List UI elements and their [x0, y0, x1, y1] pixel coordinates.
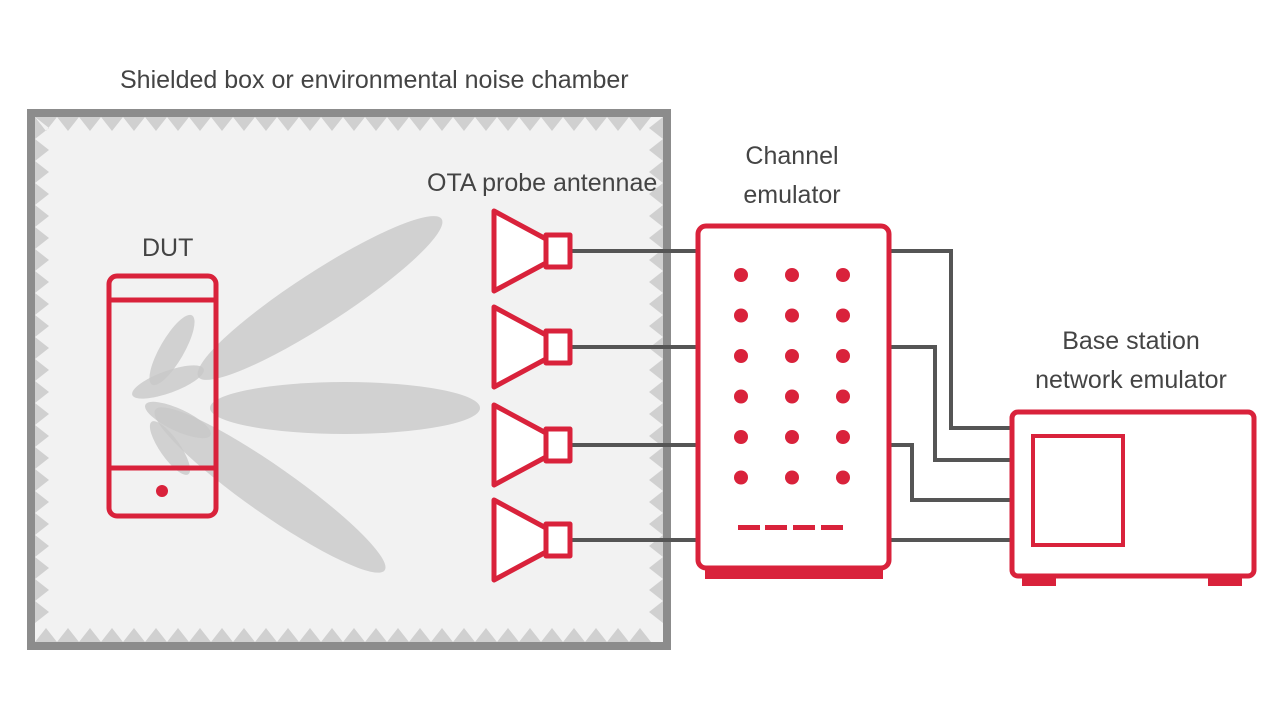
probe-feed: [543, 426, 573, 464]
indicator-dot: [836, 268, 850, 282]
probe-feed: [543, 232, 573, 270]
probe-feed: [543, 521, 573, 559]
slot-dash: [738, 525, 760, 530]
chamber-label: Shielded box or environmental noise cham…: [120, 66, 629, 94]
probe-antenna: [491, 402, 573, 488]
indicator-dot: [785, 308, 799, 323]
channel-emulator-slot: [738, 525, 843, 530]
phone-body: [106, 273, 219, 519]
slot-dash: [765, 525, 787, 530]
indicator-dot: [785, 349, 799, 363]
beam-lobe: [149, 421, 191, 475]
radiation-beams: [132, 216, 480, 573]
indicator-dot: [734, 430, 748, 444]
indicator-dot: [785, 389, 799, 404]
dut-label: DUT: [142, 234, 193, 262]
slot-dash: [793, 525, 815, 530]
indicator-dot: [836, 470, 850, 485]
cable: [889, 345, 1012, 462]
probe-antenna: [491, 304, 573, 390]
beam-lobe: [210, 382, 480, 434]
probe-feed: [543, 328, 573, 366]
beam-lobe: [132, 365, 204, 399]
beam-lobe: [145, 401, 211, 439]
slot-dash: [821, 525, 843, 530]
ota-probe-antennae: [491, 208, 573, 583]
dut-phone: [106, 273, 219, 519]
probe-antennae-label: OTA probe antennae: [427, 169, 657, 197]
cable: [889, 443, 1012, 502]
indicator-dot: [734, 389, 748, 404]
indicator-dot: [836, 349, 850, 363]
beam-lobe: [197, 216, 443, 380]
indicator-dot: [785, 470, 799, 485]
indicator-dot: [734, 308, 748, 323]
indicator-dot: [836, 308, 850, 323]
cables: [572, 249, 1012, 542]
indicator-dot: [734, 268, 748, 282]
beam-lobe: [154, 407, 386, 573]
channel-emulator: [695, 223, 892, 579]
indicator-dot: [836, 430, 850, 444]
channel-emulator-label-line1: Channel: [745, 142, 838, 170]
indicator-dot: [734, 349, 748, 363]
cable: [889, 249, 1012, 430]
base-station-screen: [1031, 434, 1125, 547]
phone-home-button: [156, 485, 168, 497]
base-station-label-line2: network emulator: [1035, 366, 1227, 394]
base-station-label-line1: Base station: [1062, 327, 1200, 355]
base-station-emulator: [1009, 409, 1257, 586]
indicator-dot: [836, 389, 850, 404]
channel-emulator-indicators: [734, 268, 850, 485]
probe-antenna: [491, 208, 573, 294]
channel-emulator-label-line2: emulator: [743, 181, 840, 209]
indicator-dot: [785, 268, 799, 282]
probe-antenna: [491, 497, 573, 583]
beam-lobe: [149, 314, 195, 386]
indicator-dot: [734, 470, 748, 485]
indicator-dot: [785, 430, 799, 444]
